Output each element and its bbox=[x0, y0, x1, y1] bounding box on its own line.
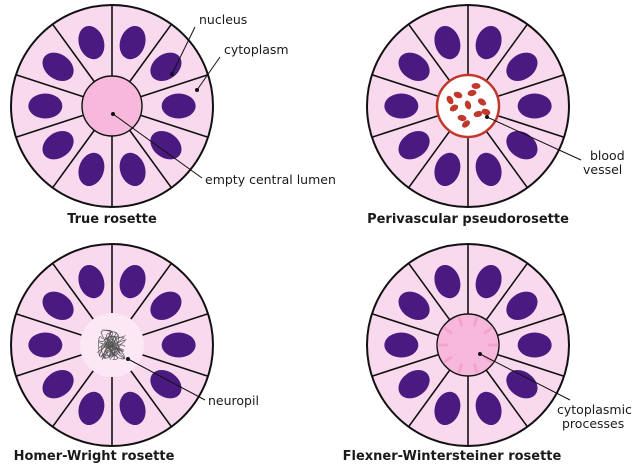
red-blood-cell bbox=[472, 83, 481, 89]
nucleus bbox=[28, 333, 62, 358]
empty-central-lumen bbox=[82, 76, 142, 136]
neuropil-leader-dot bbox=[126, 357, 130, 361]
nucleus-leader-dot bbox=[170, 72, 174, 76]
homer-wright-caption: Homer-Wright rosette bbox=[14, 449, 175, 464]
cytoplasm-label: cytoplasm bbox=[224, 42, 289, 57]
cytoplasmic-processes-label-line2: processes bbox=[562, 416, 624, 431]
blood-vessel-label-line2: vessel bbox=[583, 162, 622, 177]
nucleus bbox=[518, 333, 552, 358]
homer-wright-rosette bbox=[11, 244, 213, 446]
true-rosette bbox=[11, 5, 213, 207]
neuropil-label: neuropil bbox=[208, 393, 259, 408]
perivascular-caption: Perivascular pseudorosette bbox=[367, 212, 569, 227]
true-rosette-caption: True rosette bbox=[67, 212, 157, 227]
empty-central-lumen-label: empty central lumen bbox=[205, 172, 336, 187]
flexner-caption: Flexner-Wintersteiner rosette bbox=[343, 449, 562, 464]
nucleus bbox=[518, 94, 552, 119]
processes-leader-dot bbox=[478, 352, 482, 356]
nucleus bbox=[384, 333, 418, 358]
blood-vessel-label-line1: blood bbox=[590, 148, 625, 163]
cytoplasmic-processes-label-line1: cytoplasmic bbox=[557, 402, 632, 417]
blood-vessel-leader-dot bbox=[485, 115, 489, 119]
nucleus-label: nucleus bbox=[199, 12, 247, 27]
cytoplasm-leader-dot bbox=[195, 88, 199, 92]
nucleus bbox=[384, 94, 418, 119]
flexner-wintersteiner-rosette bbox=[367, 244, 569, 446]
nucleus bbox=[162, 333, 196, 358]
perivascular-pseudorosette bbox=[367, 5, 569, 207]
nucleus bbox=[162, 94, 196, 119]
lumen-leader-dot bbox=[111, 112, 115, 116]
nucleus bbox=[28, 94, 62, 119]
